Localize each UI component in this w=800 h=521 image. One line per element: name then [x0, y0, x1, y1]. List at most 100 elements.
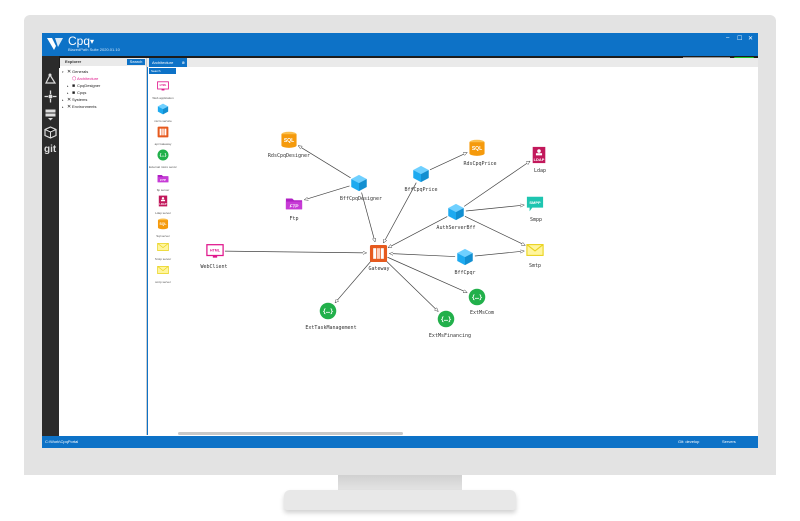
edge-bffcpqr-to-smtp[interactable]: [474, 251, 524, 257]
node-smtp[interactable]: [526, 241, 544, 259]
node-ftp[interactable]: FTP: [285, 194, 303, 212]
edge-gateway-to-extmscom[interactable]: [387, 256, 468, 293]
monitor-neck: [338, 475, 462, 492]
palette-search-input[interactable]: Search: [149, 68, 176, 74]
tree-item-cpqs[interactable]: ▸■Cpqs: [67, 90, 86, 96]
close-button[interactable]: ✕: [748, 36, 754, 42]
node-rdscpqprice[interactable]: SQL: [468, 139, 486, 157]
app-window: Cpq ▾ BlazedPath Suite 2020.01.10 – ☐ ✕ …: [42, 33, 758, 448]
palette-item-mail[interactable]: smtp server: [149, 264, 177, 287]
icon-text: FTP: [290, 203, 300, 208]
explorer-search-button[interactable]: Search: [127, 59, 145, 65]
architecture-icon[interactable]: [44, 72, 57, 85]
edge-bffcpqdesigner-to-gateway[interactable]: [361, 192, 375, 242]
node-bffcpqprice[interactable]: [412, 165, 430, 183]
mail-icon: [526, 244, 544, 256]
icon-text: HTML: [210, 248, 221, 252]
node-label: RdsCpqPrice: [463, 161, 497, 167]
monitor-chin: [24, 456, 776, 475]
package-icon[interactable]: [44, 126, 57, 139]
edge-bffcpqdesigner-to-ftp[interactable]: [304, 185, 350, 200]
chevron-right-icon[interactable]: ▸: [67, 91, 69, 95]
node-extmscom[interactable]: {…}: [468, 288, 486, 306]
external-icon: {…}: [157, 149, 169, 161]
monitor-stand: [284, 490, 516, 510]
palette-item-label: Web application: [152, 96, 174, 100]
edge-bffcpqprice-to-gateway[interactable]: [383, 182, 417, 243]
palette-item-web[interactable]: HTML Web application: [149, 80, 177, 103]
node-bffcpqdesigner[interactable]: [350, 174, 368, 192]
network-icon[interactable]: [44, 90, 57, 103]
edge-authserverbff-to-smtp[interactable]: [464, 215, 525, 246]
external-icon: {…}: [437, 310, 455, 328]
git-icon[interactable]: git: [44, 144, 57, 155]
palette-item-smtp[interactable]: Smtp server: [149, 241, 177, 264]
palette-item-label: External micro service: [149, 165, 177, 169]
node-label: ExtMsFinancing: [428, 333, 472, 339]
palette-item-cube[interactable]: micro service: [149, 103, 177, 126]
palette-item-ftp[interactable]: FTP ftp server: [149, 172, 177, 195]
edge-authserverbff-to-gateway[interactable]: [388, 216, 448, 249]
node-authserverbff[interactable]: [447, 203, 465, 221]
cube-icon: [448, 203, 464, 221]
svg-text:{…}: {…}: [440, 316, 451, 323]
web-icon: HTML: [206, 244, 224, 258]
tree-item-architecture[interactable]: ⬡Architecture: [72, 76, 98, 82]
minimize-button[interactable]: –: [726, 35, 730, 41]
cube-icon: [457, 248, 473, 266]
edge-authserverbff-to-smpp[interactable]: [465, 205, 524, 212]
node-extmsfinancing[interactable]: {…}: [437, 310, 455, 328]
tree-item-cpqdesigner[interactable]: ▸■CpqDesigner: [67, 83, 100, 89]
component-palette: Search HTML Web application micro servic…: [147, 67, 179, 435]
node-webclient[interactable]: HTML: [206, 242, 224, 260]
icon-text: SQL: [284, 138, 294, 144]
edge-gateway-to-extmsfinancing[interactable]: [385, 260, 438, 311]
smtp-icon: [157, 243, 169, 251]
app-menu-caret-icon[interactable]: ▾: [90, 37, 95, 46]
tools-icon: ✕: [67, 69, 72, 75]
tree-item-generals[interactable]: ▾✕Generals: [62, 69, 88, 75]
node-exttaskmanagement[interactable]: {…}: [319, 302, 337, 320]
tree-item-systems[interactable]: ▸✕Systems: [62, 97, 87, 103]
maximize-button[interactable]: ☐: [737, 36, 743, 42]
palette-item-sql[interactable]: SQL Sql server: [149, 218, 177, 241]
node-rdscpqdesigner[interactable]: SQL: [280, 131, 298, 149]
palette-item-external[interactable]: {…} External micro service: [149, 149, 177, 172]
edge-bffcpqdesigner-to-rdscpqdesigner[interactable]: [298, 145, 351, 179]
server-icon[interactable]: [44, 108, 57, 121]
node-bffcpqr[interactable]: [456, 248, 474, 266]
node-label: Smpp: [529, 217, 543, 223]
node-gateway[interactable]: [369, 244, 388, 263]
node-ldap[interactable]: LDAP: [530, 146, 548, 164]
chevron-right-icon[interactable]: ▸: [62, 105, 64, 109]
palette-item-label: Sql server: [156, 234, 170, 238]
tree-item-label: CpqDesigner: [77, 83, 101, 88]
tab-architecture[interactable]: Architecture ⊗: [149, 58, 187, 67]
edge-authserverbff-to-ldap[interactable]: [463, 161, 530, 207]
close-tab-icon[interactable]: ⊗: [181, 60, 185, 65]
chevron-right-icon[interactable]: ▸: [62, 98, 64, 102]
ldap-icon: LDAP: [532, 146, 546, 164]
horizontal-scrollbar[interactable]: [178, 432, 403, 435]
status-branch[interactable]: Git: develop: [678, 439, 700, 444]
tree-item-environments[interactable]: ▸✕Environments: [62, 104, 96, 110]
edge-bffcpqr-to-gateway[interactable]: [389, 254, 456, 257]
palette-item-gateway[interactable]: api Gateway: [149, 126, 177, 149]
chevron-down-icon[interactable]: ▾: [62, 70, 64, 74]
node-label: BffCpqr: [454, 270, 476, 276]
node-label: Gateway: [368, 266, 390, 272]
edge-bffcpqprice-to-rdscpqprice[interactable]: [429, 152, 467, 171]
palette-item-label: micro service: [154, 119, 172, 123]
node-smpp[interactable]: SMPP: [526, 195, 544, 213]
chevron-right-icon[interactable]: ▸: [67, 84, 69, 88]
app-title[interactable]: Cpq: [68, 34, 91, 48]
gateway-icon: [157, 126, 169, 138]
icon-text: LDAP: [534, 157, 545, 162]
node-label: ExtMsCom: [469, 310, 495, 316]
edge-webclient-to-gateway[interactable]: [224, 250, 367, 253]
palette-item-ldap[interactable]: LDAP Ldap server: [149, 195, 177, 218]
icon-text: HTML: [160, 84, 167, 87]
status-servers[interactable]: Servers: [722, 439, 736, 444]
edge-gateway-to-exttaskmanagement[interactable]: [335, 260, 372, 303]
